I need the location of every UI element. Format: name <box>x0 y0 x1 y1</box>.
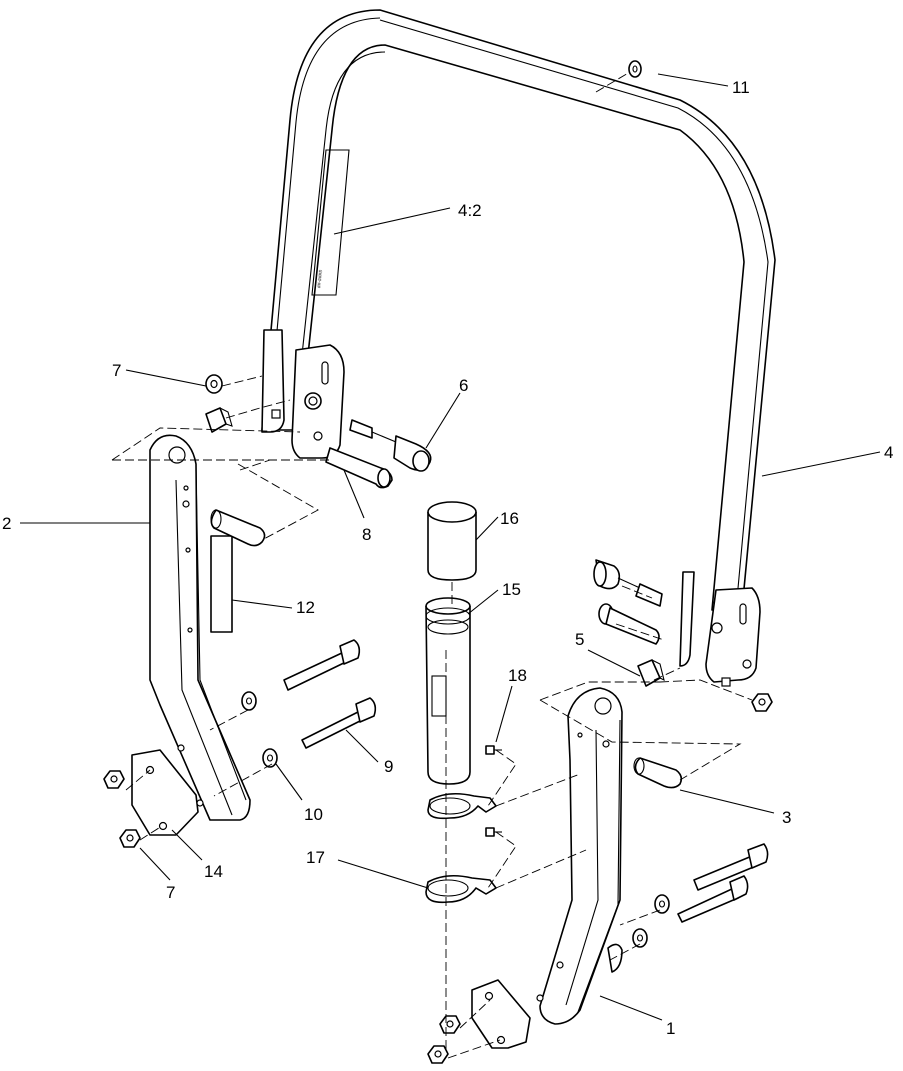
callout-7-lower: 7 <box>166 883 175 902</box>
right-bolt-lower <box>677 875 749 923</box>
callout-9: 9 <box>384 757 393 776</box>
clip-left <box>205 407 233 433</box>
bolt-9-upper <box>283 639 361 691</box>
callout-3: 3 <box>782 808 791 827</box>
tube-clamp-lower <box>425 874 497 904</box>
roll-bar-hoop: ##-#### <box>261 9 776 611</box>
washer-right-upper <box>654 894 670 914</box>
decal-12 <box>210 535 233 633</box>
washer-10 <box>262 748 278 768</box>
callout-4: 4 <box>884 443 893 462</box>
clevis-pin-8 <box>325 447 393 489</box>
tube-cap-16 <box>427 501 477 581</box>
upper-left-pivot-bracket <box>261 329 345 459</box>
washer-right-lower <box>632 928 648 948</box>
callout-7-upper: 7 <box>112 361 121 380</box>
washer-left-upper <box>241 691 257 711</box>
left-upright-bracket <box>149 434 251 821</box>
callout-2: 2 <box>2 514 11 533</box>
bolt-9 <box>301 697 377 749</box>
flange-nut-7-upper <box>205 374 223 394</box>
upper-right-pivot-bracket <box>679 571 761 687</box>
tube-clamp-upper <box>427 792 497 820</box>
washer-11 <box>628 60 642 78</box>
right-bolt-upper <box>693 843 769 891</box>
flange-nut-7-lower <box>119 829 141 848</box>
decal-text: ##-#### <box>316 269 324 288</box>
left-bushing <box>210 509 266 547</box>
right-spacer-plate <box>471 979 531 1049</box>
clamp-screw-upper <box>485 745 502 755</box>
leader-lines <box>20 73 881 1021</box>
callout-6: 6 <box>459 376 468 395</box>
flange-nut-right-lower-2 <box>427 1045 449 1064</box>
storage-tube-15 <box>425 597 471 785</box>
callout-10: 10 <box>304 805 323 824</box>
callout-16: 16 <box>500 509 519 528</box>
callout-11: 11 <box>732 78 750 97</box>
callout-14: 14 <box>204 862 223 881</box>
flange-nut-right-bracket <box>751 693 773 712</box>
callout-15: 15 <box>502 580 521 599</box>
right-bushing-3 <box>633 757 683 789</box>
pin-with-spring-6 <box>349 419 432 472</box>
right-clevis-pin <box>598 603 660 645</box>
right-pin-with-spring <box>593 559 663 607</box>
callout-12: 12 <box>296 598 315 617</box>
flange-nut-right-lower-1 <box>439 1015 461 1034</box>
assembly-lines <box>111 71 753 1059</box>
flange-nut-left-upper <box>103 770 125 789</box>
clamp-screw-lower <box>485 827 502 837</box>
callout-1: 1 <box>666 1019 675 1038</box>
right-upright-bracket <box>536 687 623 1025</box>
callout-17: 17 <box>306 848 325 867</box>
callout-4-2: 4:2 <box>458 201 482 220</box>
callout-labels: 1 2 3 4 4:2 5 6 7 7 8 9 10 11 12 14 15 1… <box>2 78 893 1038</box>
callout-8: 8 <box>362 525 371 544</box>
callout-18: 18 <box>508 666 527 685</box>
callout-5: 5 <box>575 630 584 649</box>
